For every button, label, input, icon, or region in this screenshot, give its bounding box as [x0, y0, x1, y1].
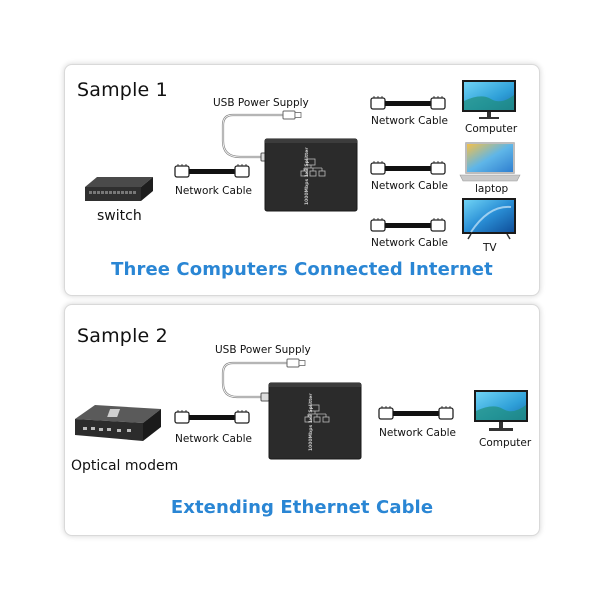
network-cable-label: Network Cable — [175, 433, 252, 445]
ethernet-splitter-hub — [264, 138, 358, 212]
sample-2-title: Sample 2 — [77, 325, 168, 347]
network-cable-icon — [370, 96, 446, 110]
sample-2-panel: Sample 2 USB Power Supply Optical modem … — [64, 304, 540, 536]
tv-label: TV — [483, 242, 497, 254]
monitor-icon — [462, 80, 516, 119]
optical-modem-label: Optical modem — [71, 458, 179, 474]
network-cable-label: Network Cable — [371, 180, 448, 192]
network-cable-icon — [174, 164, 250, 178]
network-cable-label: Network Cable — [175, 185, 252, 197]
network-cable-icon — [378, 406, 454, 420]
tv-icon — [462, 198, 516, 240]
optical-modem-icon — [75, 405, 161, 441]
network-cable-label: Network Cable — [371, 237, 448, 249]
sample-2-caption: Extending Ethernet Cable — [170, 497, 434, 518]
switch-icon — [85, 177, 153, 201]
sample-1-title: Sample 1 — [77, 79, 168, 101]
usb-power-cable — [221, 358, 306, 402]
hub-model-text: 1000Mbps 1x3 Splitter — [305, 147, 310, 205]
sample-1-caption: Three Computers Connected Internet — [111, 259, 493, 280]
network-cable-label: Network Cable — [371, 115, 448, 127]
usb-power-label: USB Power Supply — [215, 344, 311, 356]
usb-power-label: USB Power Supply — [213, 97, 309, 109]
ethernet-splitter-hub — [268, 382, 362, 460]
network-cable-icon — [370, 218, 446, 232]
monitor-icon — [474, 390, 528, 431]
sample-1-panel: Sample 1 USB Power Supply switch Network… — [64, 64, 540, 296]
network-cable-label: Network Cable — [379, 427, 456, 439]
switch-label: switch — [97, 208, 142, 224]
laptop-icon — [459, 142, 521, 182]
computer-label: Computer — [465, 123, 518, 135]
laptop-label: laptop — [475, 183, 509, 195]
network-cable-icon — [370, 161, 446, 175]
computer-label: Computer — [479, 437, 532, 449]
hub-model-text: 1000Mbps 1x3 Splitter — [309, 393, 314, 451]
network-cable-icon — [174, 410, 250, 424]
